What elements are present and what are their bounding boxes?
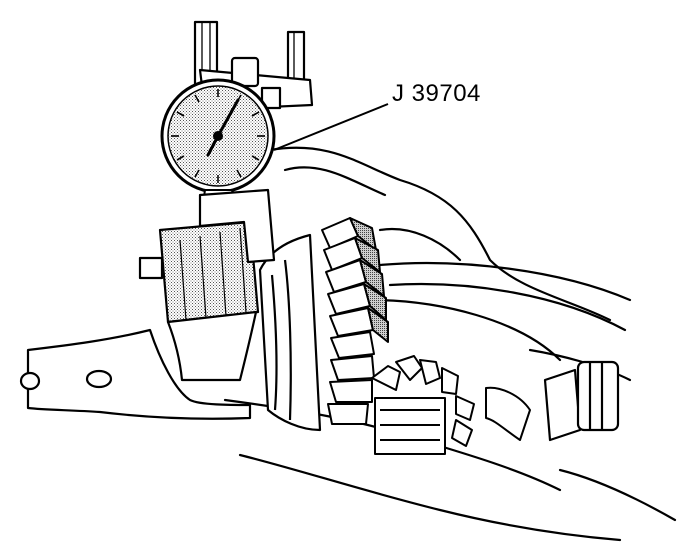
dial-indicator [160, 78, 276, 211]
tool-callout-label: J 39704 [392, 80, 481, 107]
dial-hub [213, 131, 223, 141]
callout-leader [273, 103, 389, 151]
ring-gear [258, 233, 322, 432]
magnetic-base [138, 188, 276, 382]
bolt-hole [85, 369, 113, 389]
carrier-housing [223, 146, 677, 542]
bolt-hole [19, 371, 41, 391]
ring-gear-teeth [321, 217, 389, 425]
side-bearing [543, 360, 620, 442]
dial-needle [216, 98, 240, 138]
differential-pinion-gears [371, 355, 531, 455]
casting-flange [19, 328, 252, 420]
